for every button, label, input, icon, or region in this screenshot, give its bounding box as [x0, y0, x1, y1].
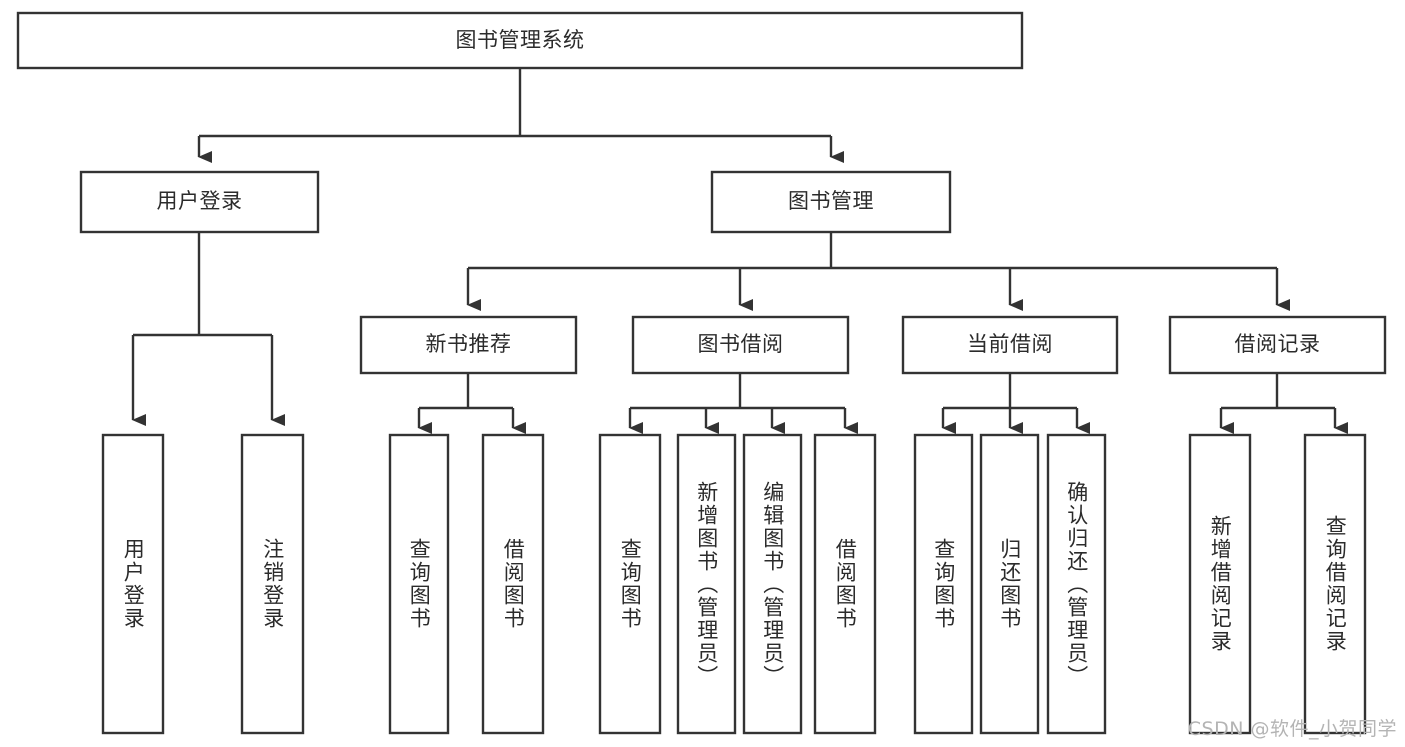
node-user-login-box[interactable] [79, 170, 320, 234]
node-new-book-rec-box[interactable] [359, 315, 578, 375]
leaf-add-record-box[interactable] [1188, 433, 1252, 735]
connector-borrowrecord-to-leaves [1219, 373, 1348, 434]
node-book-borrow-box[interactable] [631, 315, 850, 375]
leaf-edit-book-box[interactable] [742, 433, 803, 735]
leaf-return-book-box[interactable] [979, 433, 1040, 735]
leaf-query-book-3-box[interactable] [913, 433, 974, 735]
leaf-confirm-return-box[interactable] [1046, 433, 1107, 735]
leaf-borrow-book-2-box[interactable] [813, 433, 877, 735]
connector-bookmanage-to-level2 [466, 232, 1290, 311]
leaf-query-book-2-box[interactable] [598, 433, 662, 735]
leaf-borrow-book-1-box[interactable] [481, 433, 545, 735]
node-book-manage-box[interactable] [710, 170, 952, 234]
node-root-box[interactable] [16, 11, 1024, 70]
connector-root-to-level1 [197, 68, 844, 163]
connector-newbook-to-leaves [417, 373, 526, 434]
connector-bookborrow-to-leaves [628, 373, 858, 434]
node-current-borrow-box[interactable] [901, 315, 1119, 375]
leaf-logout-box[interactable] [240, 433, 305, 735]
leaf-user-login-box[interactable] [101, 433, 165, 735]
connector-currentborrow-to-leaves [941, 373, 1090, 434]
leaf-add-book-box[interactable] [676, 433, 737, 735]
leaf-query-book-1-box[interactable] [388, 433, 450, 735]
node-borrow-record-box[interactable] [1168, 315, 1387, 375]
leaf-query-record-box[interactable] [1303, 433, 1367, 735]
connector-userlogin-to-leaves [131, 232, 285, 426]
